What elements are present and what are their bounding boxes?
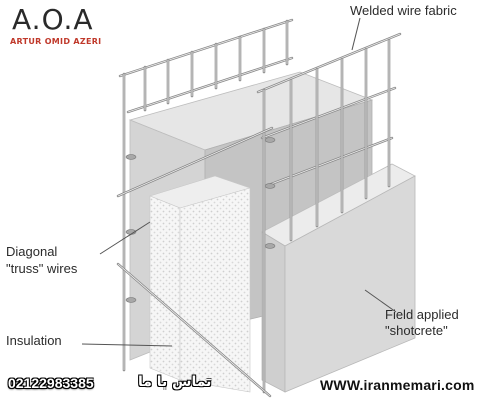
front-horizontal-wire	[265, 137, 393, 187]
leader-lines	[81, 17, 397, 347]
front-horizontal-wire	[257, 33, 401, 93]
label-diagonal: Diagonal	[6, 244, 58, 259]
front-horizontal-wire	[261, 87, 396, 139]
label-truss-wires: "truss" wires	[6, 261, 78, 276]
leader-welded-wire-fabric	[351, 17, 361, 51]
label-welded-wire-fabric: Welded wire fabric	[350, 3, 457, 18]
logo-title: A.O.A	[12, 3, 94, 36]
insulation-front	[149, 195, 181, 381]
watermark-contact: تماس با ما	[138, 374, 212, 390]
insulation-face	[179, 187, 251, 393]
insulation-core	[149, 175, 252, 393]
front-wire-fabric	[256, 32, 402, 394]
diagonal-truss-wires	[116, 126, 274, 398]
front-concrete-layer	[261, 163, 416, 393]
front-concrete-front	[261, 231, 286, 393]
leader-shotcrete	[364, 289, 397, 313]
watermark-website: WWW.iranmemari.com	[320, 377, 475, 393]
front-vertical-wire-highlights	[263, 39, 390, 393]
front-concrete-side	[284, 175, 416, 393]
front-pin-ends	[264, 137, 276, 249]
label-field-applied: Field applied	[385, 307, 459, 322]
label-insulation: Insulation	[6, 333, 62, 348]
back-vertical-wire-highlights	[123, 20, 288, 371]
logo-subtitle: Artur Omid Azeri	[10, 37, 102, 46]
label-shotcrete: "shotcrete"	[385, 323, 448, 338]
watermark-phone: 02122983385	[8, 375, 94, 391]
leader-insulation	[81, 343, 173, 347]
back-wire-fabric	[118, 18, 294, 372]
leader-diagonal-truss	[99, 221, 151, 255]
back-pin-ends	[125, 154, 137, 303]
